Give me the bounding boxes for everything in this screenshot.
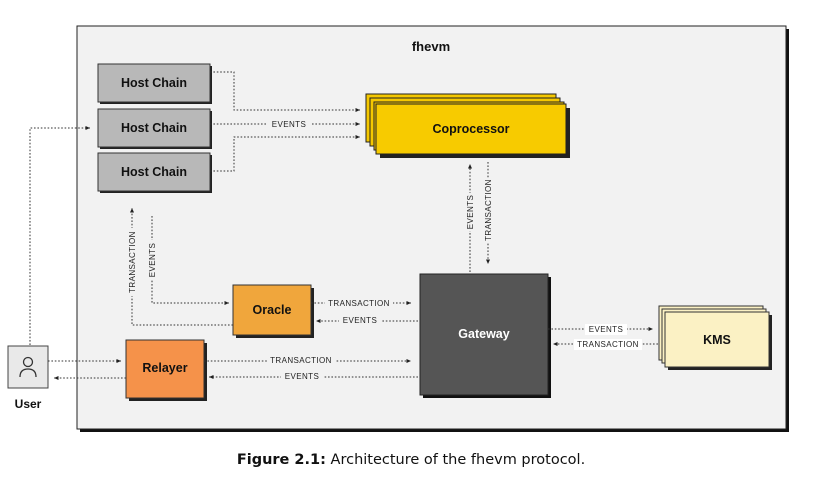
host-chain-1-node: Host Chain [97,63,212,104]
relayer-label: Relayer [142,361,187,375]
label-coprocessor-gateway-transaction: TRANSACTION [484,179,493,241]
oracle-label: Oracle [253,303,292,317]
gateway-node: Gateway [419,273,551,398]
relayer-node: Relayer [125,339,207,401]
oracle-node: Oracle [232,284,314,338]
figure-caption-label: Figure 2.1: [236,452,326,468]
host-chain-2-node: Host Chain [97,108,212,149]
host-chain-2-label: Host Chain [121,121,187,135]
label-gateway-relayer-events: EVENTS [285,372,319,381]
user-icon [19,356,37,378]
user-label: User [15,397,42,411]
label-gateway-coprocessor-events: EVENTS [466,195,475,229]
label-host-oracle-events: EVENTS [148,243,157,277]
label-gateway-oracle-events: EVENTS [343,316,377,325]
figure-caption-text: Architecture of the fhevm protocol. [330,452,586,468]
edge-host3-coprocessor [210,135,360,172]
coprocessor-node: Coprocessor [365,93,570,158]
label-hosts-events: EVENTS [272,120,306,129]
label-relayer-gateway-transaction: TRANSACTION [270,356,332,365]
coprocessor-label: Coprocessor [432,122,509,136]
edge-user-host2 [29,126,90,345]
label-oracle-host-transaction: TRANSACTION [128,231,137,293]
label-kms-gateway-transaction: TRANSACTION [577,340,639,349]
fhevm-title: fhevm [412,39,450,54]
kms-label: KMS [703,333,731,347]
gateway-label: Gateway [458,327,509,341]
host-chain-1-label: Host Chain [121,76,187,90]
user-node: User [7,345,49,411]
host-chain-3-label: Host Chain [121,165,187,179]
label-gateway-kms-events: EVENTS [589,325,623,334]
host-chain-3-node: Host Chain [97,152,212,193]
label-oracle-gateway-transaction: TRANSACTION [328,299,390,308]
kms-node: KMS [658,305,772,370]
figure-caption: Figure 2.1: Architecture of the fhevm pr… [0,452,822,468]
